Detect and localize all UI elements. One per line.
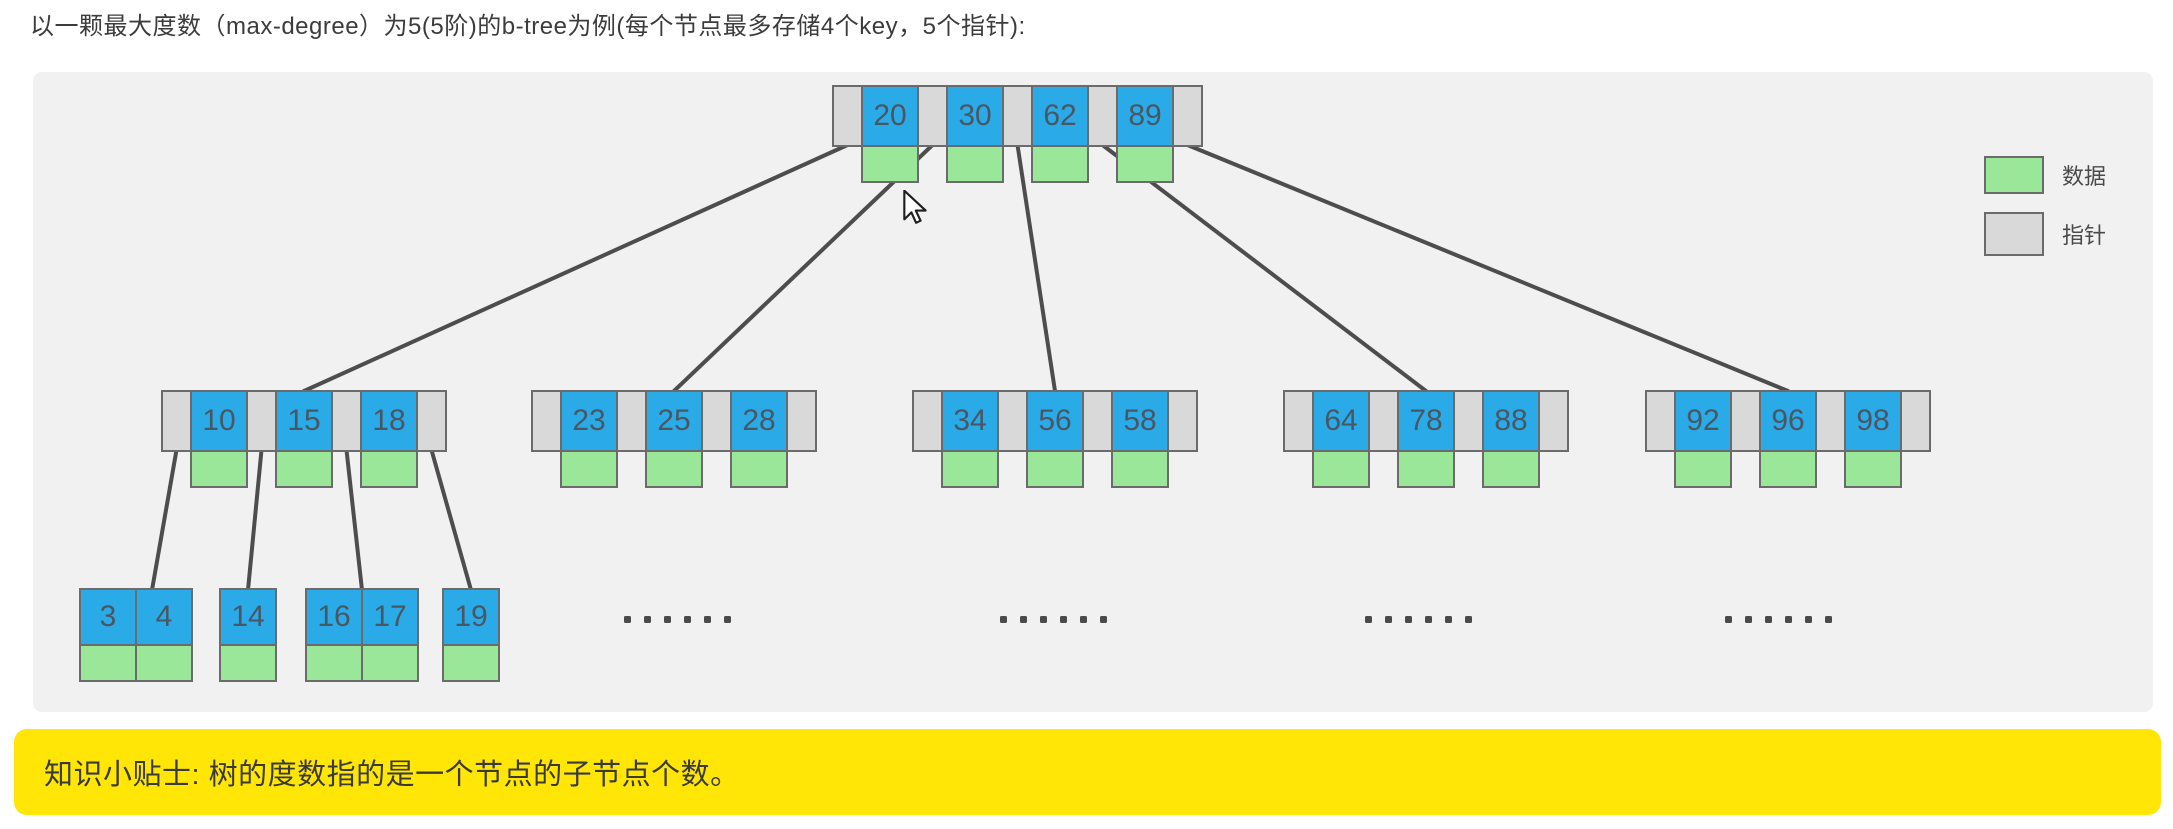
tip-banner: 知识小贴士: 树的度数指的是一个节点的子节点个数。 (14, 729, 2161, 815)
mouse-cursor (903, 190, 927, 224)
tip-text: 知识小贴士: 树的度数指的是一个节点的子节点个数。 (44, 759, 740, 791)
pointer-swatch (1984, 212, 2044, 256)
data-swatch (1984, 156, 2044, 194)
diagram-panel (33, 72, 2153, 712)
legend-label-pointer: 指针 (2062, 223, 2107, 248)
legend-label-data: 数据 (2062, 164, 2107, 189)
legend-item-pointer: 指针 (1984, 212, 2106, 256)
legend-item-data: 数据 (1984, 156, 2106, 194)
page-title: 以一颗最大度数（max-degree）为5(5阶)的b-tree为例(每个节点最… (30, 13, 1026, 40)
